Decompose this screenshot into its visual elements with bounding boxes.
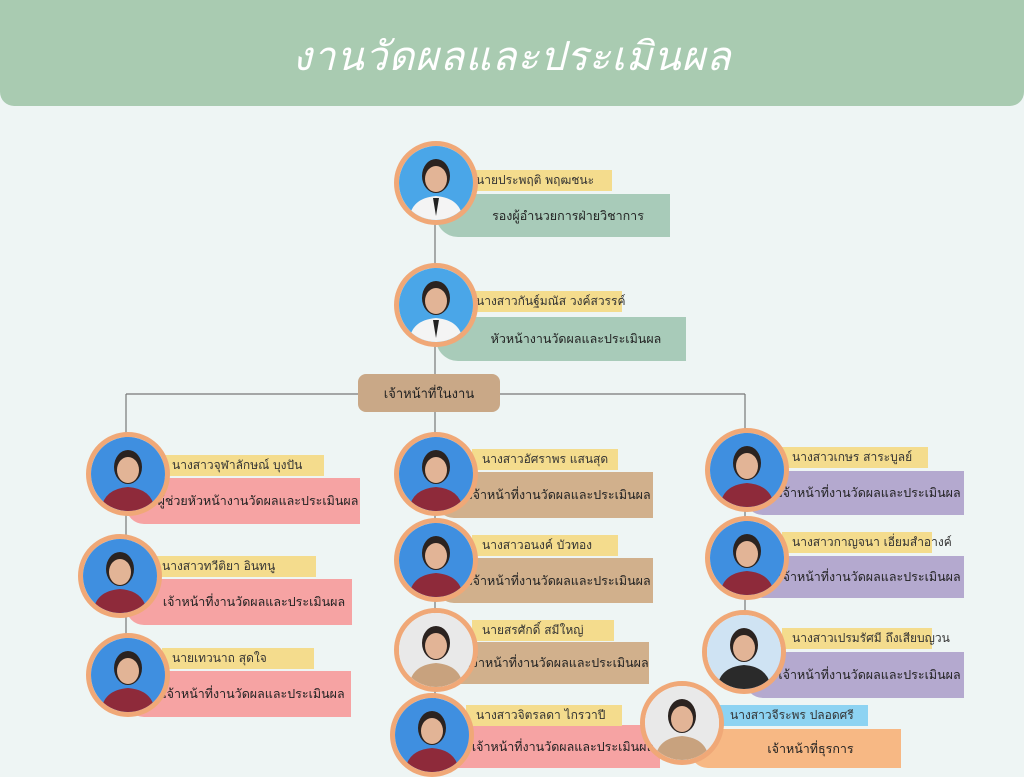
portrait-photo <box>394 518 478 602</box>
name-label: นางสาวเกษร สาระบูลย์ <box>782 447 928 468</box>
portrait-icon <box>710 521 784 595</box>
portrait-icon <box>399 268 473 342</box>
portrait-icon <box>399 437 473 511</box>
portrait-photo <box>394 432 478 516</box>
name-label: นางสาวกันฐ์มณัส วงค์สวรรค์ <box>466 291 625 312</box>
page-title: งานวัดผลและประเมินผล <box>292 34 732 80</box>
name-label: นางสาวจีระพร ปลอดศรี <box>720 705 868 726</box>
name-label: นางสาวทวีติยา อินทนู <box>152 556 316 577</box>
portrait-icon <box>710 433 784 507</box>
portrait-photo <box>640 681 724 765</box>
name-label: นายสรศักดิ์ สมีใหญ่ <box>472 620 614 641</box>
role-label: หัวหน้างานวัดผลและประเมินผล <box>436 317 686 361</box>
portrait-icon <box>91 638 165 712</box>
role-label: เจ้าหน้าที่ธุรการ <box>690 729 901 768</box>
portrait-photo <box>78 534 162 618</box>
staff-label: เจ้าหน้าที่ในงาน <box>358 374 500 412</box>
portrait-photo <box>705 516 789 600</box>
portrait-photo <box>86 633 170 717</box>
portrait-photo <box>394 263 478 347</box>
header-banner: งานวัดผลและประเมินผล <box>0 0 1024 106</box>
portrait-photo <box>390 693 474 777</box>
name-label: นายประพฤติ พฤฒชนะ <box>466 170 612 191</box>
portrait-icon <box>83 539 157 613</box>
role-label: รองผู้อำนวยการฝ่ายวิชาการ <box>436 194 670 237</box>
role-label: เจ้าหน้าที่งานวัดผลและประเมินผล <box>436 725 660 768</box>
portrait-icon <box>395 698 469 772</box>
name-label: นางสาวจุฬาลักษณ์ บุงปัน <box>162 455 324 476</box>
portrait-icon <box>399 613 473 687</box>
portrait-icon <box>707 615 781 689</box>
portrait-photo <box>394 141 478 225</box>
portrait-icon <box>645 686 719 760</box>
portrait-photo <box>702 610 786 694</box>
role-label: ผู้ช่วยหัวหน้างานวัดผลและประเมินผล <box>126 478 360 524</box>
name-label: นางสาวเปรมรัศมี ถึงเสียบญวน <box>782 628 950 649</box>
portrait-icon <box>399 146 473 220</box>
portrait-icon <box>399 523 473 597</box>
portrait-icon <box>91 437 165 511</box>
name-label: นางสาวกาญจนา เอี่ยมสำอางค์ <box>782 532 952 553</box>
portrait-photo <box>394 608 478 692</box>
portrait-photo <box>86 432 170 516</box>
role-label: เจ้าหน้าที่งานวัดผลและประเมินผล <box>126 579 352 625</box>
name-label: นางสาวอนงค์ บัวทอง <box>472 535 618 556</box>
portrait-photo <box>705 428 789 512</box>
name-label: นางสาวอัศราพร แสนสุด <box>472 449 618 470</box>
name-label: นายเทวนาถ สุดใจ <box>162 648 314 669</box>
name-label: นางสาวจิตรลดา ไกรวาปี <box>466 705 622 726</box>
